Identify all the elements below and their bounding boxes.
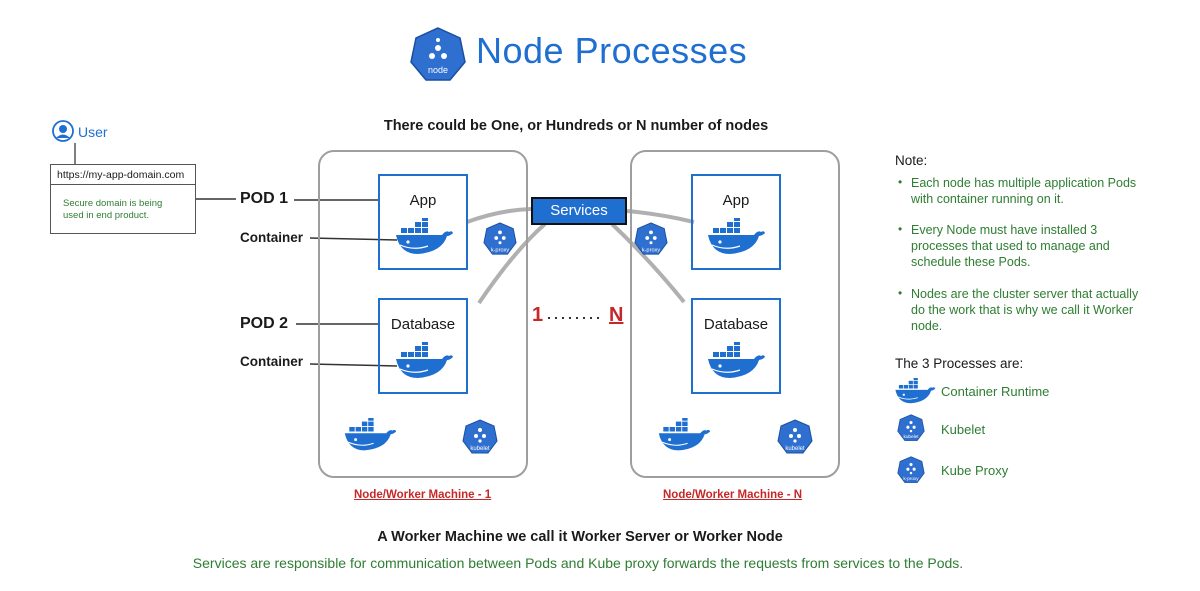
docker-whale-icon	[894, 378, 936, 406]
kube-proxy-icon: k-proxy	[483, 222, 517, 256]
range-end: N	[609, 304, 624, 326]
process-kubelet: Kubelet	[941, 422, 986, 437]
svg-text:kubelet: kubelet	[785, 446, 805, 452]
kubelet-icon: kubelet	[777, 419, 813, 455]
note-title: Note:	[895, 153, 928, 168]
container1-pointer	[309, 237, 398, 241]
user-icon	[52, 120, 74, 142]
page-title: Node Processes	[476, 30, 748, 71]
docker-whale-icon	[394, 218, 454, 258]
services-line-node2-db	[610, 222, 686, 304]
processes-title: The 3 Processes are:	[895, 356, 1024, 371]
note-item-2: Every Node must have installed 3 process…	[911, 223, 1110, 269]
node2-caption: Node/Worker Machine - N	[663, 489, 803, 501]
kubelet-icon: kubelet	[897, 414, 925, 442]
services-line-node2-app	[626, 209, 695, 224]
note-item-3: Nodes are the cluster server that actual…	[911, 287, 1139, 333]
process-kube-proxy: Kube Proxy	[941, 463, 1009, 478]
services-line-node1-db	[477, 222, 547, 305]
node1-box	[318, 150, 528, 478]
node2-db-title: Database	[703, 316, 769, 333]
note-bullet: •	[898, 175, 903, 189]
note-item-1: Each node has multiple application Pods …	[911, 176, 1137, 206]
node1-caption: Node/Worker Machine - 1	[354, 489, 492, 501]
node1-db-pod: Database	[378, 298, 468, 394]
svg-text:kubelet: kubelet	[903, 434, 919, 439]
node1-db-title: Database	[390, 316, 456, 333]
svg-text:kubelet: kubelet	[470, 446, 490, 452]
range-start: 1	[532, 304, 544, 326]
logo-text: node	[428, 65, 448, 75]
docker-whale-icon	[394, 342, 454, 382]
kubernetes-node-logo-icon: node	[410, 27, 466, 81]
services-box: Services	[531, 197, 627, 225]
node2-db-pod: Database	[691, 298, 781, 394]
browser-window: https://my-app-domain.com Secure domain …	[50, 164, 196, 234]
node2-app-pod: App	[691, 174, 781, 270]
services-line-node1-app	[466, 207, 532, 224]
kube-proxy-icon: k-proxy	[897, 456, 925, 484]
pod2-label: POD 2	[240, 315, 289, 332]
user-label: User	[78, 124, 108, 140]
docker-whale-icon	[706, 218, 766, 258]
docker-whale-icon	[343, 418, 397, 454]
svg-text:k-proxy: k-proxy	[642, 247, 661, 253]
browser-url[interactable]: https://my-app-domain.com	[51, 165, 195, 185]
docker-whale-icon	[706, 342, 766, 382]
docker-whale-icon	[657, 418, 711, 454]
note-bullet: •	[898, 222, 903, 236]
container1-label: Container	[240, 230, 304, 245]
svg-text:k-proxy: k-proxy	[491, 247, 510, 253]
node1-app-pod: App	[378, 174, 468, 270]
browser-text: Secure domain is being used in end produ…	[63, 198, 163, 221]
footer-line-2: Services are responsible for communicati…	[192, 555, 964, 571]
node2-app-title: App	[722, 192, 750, 209]
process-container-runtime: Container Runtime	[941, 384, 1050, 399]
kubelet-icon: kubelet	[462, 419, 498, 455]
container2-label: Container	[240, 354, 304, 369]
footer-line-1: A Worker Machine we call it Worker Serve…	[377, 529, 783, 545]
note-bullet: •	[898, 286, 903, 300]
kube-proxy-icon: k-proxy	[634, 222, 668, 256]
node1-app-title: App	[409, 192, 437, 209]
node2-box	[630, 150, 840, 478]
diagram-subtitle: There could be One, or Hundreds or N num…	[383, 118, 769, 134]
container2-pointer	[309, 363, 398, 367]
svg-text:k-proxy: k-proxy	[903, 476, 919, 481]
pod1-label: POD 1	[240, 190, 289, 207]
